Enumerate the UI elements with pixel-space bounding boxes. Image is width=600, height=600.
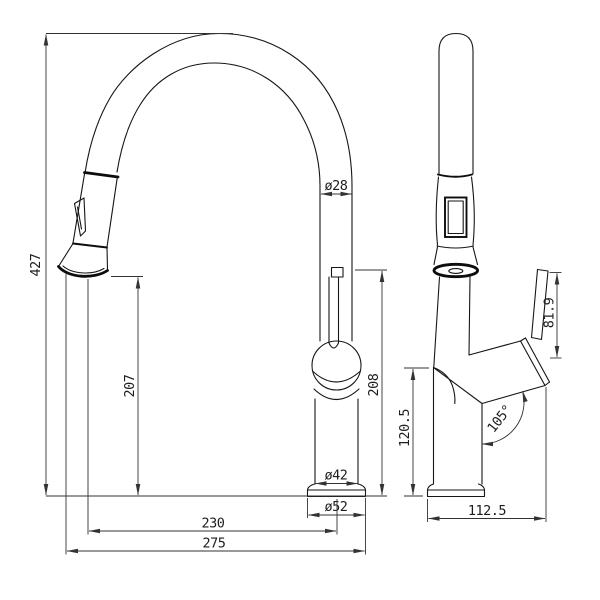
side-view: [57, 32, 367, 498]
front-view: [426, 32, 551, 498]
dim-label-base-diameter: ø52: [325, 499, 348, 515]
front-tube-left-edge: [433, 276, 441, 368]
angle-arc-105: [481, 390, 528, 447]
front-handle-cap-end-top: [519, 337, 527, 342]
side-spray-clip-inner-line: [76, 206, 83, 230]
front-handle-cap-line-a: [519, 340, 546, 387]
dim-label-body-diameter: ø42: [325, 468, 348, 484]
side-nozzle-outlet-rim: [57, 265, 109, 278]
dim-label-overall-reach: 275: [203, 536, 226, 552]
side-spout-outlet-connector: [330, 266, 344, 278]
front-spray-button-outer: [444, 196, 468, 238]
dim-label-spout-reach: 230: [202, 516, 225, 532]
side-nozzle-right-edge: [106, 246, 109, 271]
front-wand-outline: [438, 32, 474, 175]
front-body-transition-curve: [432, 366, 454, 387]
front-spray-head-lower-joint: [436, 245, 475, 249]
front-handle-lever-stick: [530, 268, 549, 341]
side-spout-outer-profile: [84, 32, 353, 342]
front-tube-right-edge: [468, 276, 471, 356]
dim-label-handle-height: 81.9: [542, 297, 558, 328]
side-nozzle-left-flare: [57, 242, 74, 268]
dim-label-spout-diameter: ø28: [325, 178, 348, 194]
side-ball-socket-ring-1: [311, 370, 362, 383]
dim-label-body-height: 120.5: [397, 409, 413, 448]
side-spray-clip-lever: [73, 197, 87, 237]
front-base-flare: [426, 483, 486, 498]
side-spray-head-top-joint: [83, 171, 120, 179]
side-base-flare: [306, 483, 367, 498]
side-spray-head-lower-joint: [72, 242, 108, 249]
dim-label-handle-angle: 105°: [484, 402, 515, 436]
side-spout-inner-profile: [116, 62, 321, 342]
front-nozzle-aerator-center: [448, 268, 464, 274]
side-view-dimensions: 427 207 208 ø28 ø42 ø52 230 275: [28, 33, 387, 555]
front-spray-head-right-edge: [470, 176, 475, 246]
front-handle-mount-top-edge: [468, 340, 522, 356]
front-spray-head-left-edge: [435, 176, 440, 246]
side-spray-head-right-edge: [106, 175, 119, 248]
front-nozzle-left-flare: [433, 246, 439, 266]
front-nozzle-right-flare: [472, 246, 479, 266]
front-wand-joint-line: [437, 173, 473, 178]
front-spray-button-inner: [447, 200, 464, 235]
dim-label-spray-clearance: 207: [122, 374, 138, 397]
front-handle-mount-bottom-edge: [481, 384, 546, 405]
front-handle-cap-end-bottom: [544, 381, 551, 387]
front-body-slant-face: [432, 366, 483, 405]
side-ball-joint: [311, 340, 362, 391]
side-ball-socket-ring-2: [313, 388, 360, 401]
dim-label-spout-height: 208: [366, 373, 382, 396]
side-hose-end-notch: [328, 342, 340, 349]
front-handle-cap-line-b: [524, 337, 551, 383]
front-nozzle-outlet-rim: [432, 262, 479, 279]
dim-label-overall-height: 427: [28, 253, 44, 276]
dim-label-overall-depth: 112.5: [468, 503, 507, 519]
side-spray-head-left-edge: [72, 173, 86, 244]
front-body-transition-curve-2: [451, 385, 456, 405]
side-nozzle-inner-rim: [62, 265, 105, 274]
